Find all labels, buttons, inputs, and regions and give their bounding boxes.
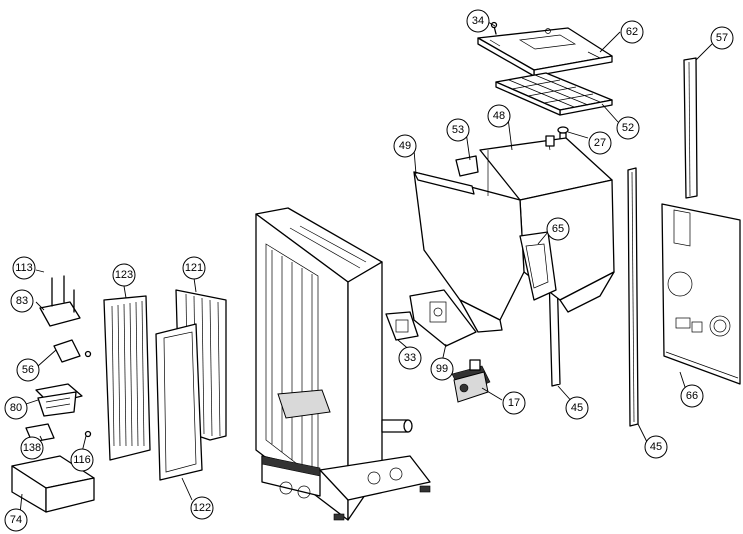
callout: 121 [182, 256, 206, 280]
callout-label: 33 [404, 352, 416, 364]
callout: 66 [680, 384, 704, 408]
callout-label: 66 [686, 390, 698, 402]
callout-label: 74 [10, 514, 22, 526]
callout-label: 113 [15, 262, 33, 274]
callout-label: 65 [552, 223, 564, 235]
callout: 48 [487, 104, 511, 128]
callout: 80 [4, 396, 28, 420]
callout-label: 123 [115, 269, 133, 281]
ash-basket-part [35, 383, 83, 417]
callout: 116 [70, 448, 94, 472]
auger-plate-part [409, 289, 477, 347]
callout-label: 99 [436, 363, 448, 375]
screws-part [84, 350, 92, 438]
callout: 56 [16, 358, 40, 382]
callout: 53 [446, 118, 470, 142]
callout-label: 138 [23, 442, 41, 454]
glass-door-part [155, 323, 203, 481]
callout-label: 27 [594, 137, 606, 149]
callout: 45 [644, 435, 668, 459]
callout: 27 [588, 131, 612, 155]
ash-box-part [11, 455, 95, 513]
callout-label: 34 [472, 15, 484, 27]
callout: 33 [398, 346, 422, 370]
stove-body-frame [255, 207, 431, 521]
callout-label: 53 [452, 124, 464, 136]
callout-label: 49 [399, 140, 411, 152]
grid-tray-part [495, 72, 613, 116]
callout-label: 45 [571, 402, 583, 414]
callout-label: 62 [626, 26, 638, 38]
callout-label: 17 [508, 397, 520, 409]
callout-label: 56 [22, 364, 34, 376]
callout: 123 [112, 263, 136, 287]
callout-label: 122 [193, 502, 211, 514]
side-panel-left-part [103, 295, 151, 461]
callout: 62 [620, 20, 644, 44]
callout: 49 [393, 134, 417, 158]
callout-label: 80 [10, 402, 22, 414]
fitting-part [557, 126, 569, 142]
long-rail-part [627, 167, 639, 427]
ash-pan-bracket-part [39, 275, 81, 327]
callout: 45 [565, 396, 589, 420]
top-cover-part [477, 27, 613, 77]
callout-label: 121 [185, 262, 203, 274]
callout: 113 [12, 256, 36, 280]
callout: 52 [616, 116, 640, 140]
callout: 99 [430, 357, 454, 381]
callout-label: 52 [622, 122, 634, 134]
side-strip-part [683, 57, 698, 199]
callout: 138 [20, 436, 44, 460]
callout-label: 45 [650, 441, 662, 453]
callout: 57 [710, 26, 734, 50]
callout-label: 57 [716, 32, 728, 44]
callout: 34 [466, 9, 490, 33]
callout: 74 [4, 508, 28, 532]
ash-bracket-small-part [53, 339, 81, 363]
pellet-hopper-part [413, 135, 615, 333]
callout: 65 [546, 217, 570, 241]
callout: 122 [190, 496, 214, 520]
callout: 17 [502, 391, 526, 415]
gasket-part [385, 311, 419, 341]
back-panel-part [661, 203, 741, 385]
callout-label: 83 [16, 295, 28, 307]
callout-label: 48 [493, 110, 505, 122]
gear-motor-part [451, 359, 491, 403]
callout-label: 116 [73, 454, 91, 466]
callout: 83 [10, 289, 34, 313]
